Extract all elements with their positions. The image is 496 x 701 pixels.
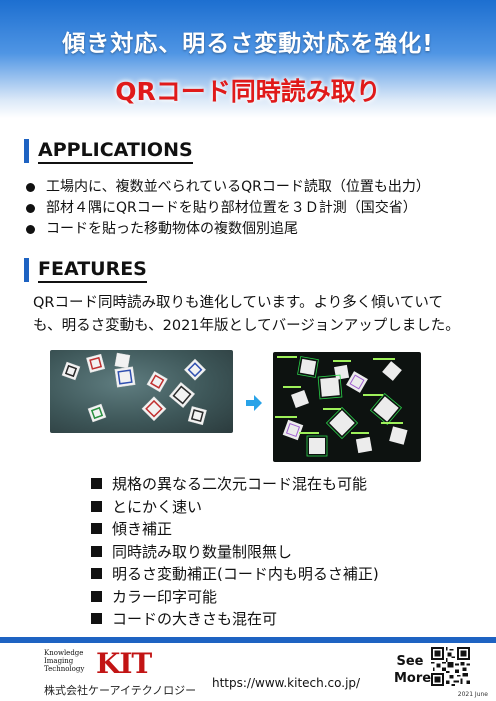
square-bullet-icon [91,613,102,624]
logo-wordmark: Knowledge Imaging Technology [44,649,85,673]
applications-heading: APPLICATIONS [38,139,193,164]
features-description: QRコード同時読み取りも進化しています。より多く傾いていて も、明るさ変動も、2… [33,295,460,334]
website-link[interactable]: https://www.kitech.co.jp/ [212,676,361,690]
list-item: とにかく速い [90,496,379,519]
bullet-icon [26,183,35,192]
list-item: コードの大きさも混在可 [90,608,379,631]
square-bullet-icon [91,545,102,557]
square-bullet-icon [91,590,102,602]
applications-list: 工場内に、複数並べられているQRコード読取（位置も出力） 部材４隅にQRコードを… [24,177,430,240]
company-name: 株式会社ケーアイテクノロジー [44,684,197,697]
main-title: 傾き対応、明るさ変動対応を強化! [62,31,434,57]
issue-date: 2021 June [457,691,488,698]
header-banner: 傾き対応、明るさ変動対応を強化! QRコード同時読み取り [0,0,496,118]
section-marker [24,258,29,282]
features-heading: FEATURES [38,258,147,283]
bullet-icon [26,225,35,234]
footer-divider [0,637,496,643]
qr-cards-illustration [61,352,207,426]
detection-illustration [275,356,408,457]
qr-code-icon[interactable] [431,647,470,686]
square-bullet-icon [91,568,102,579]
right-arrow-icon [246,395,262,411]
see-more-label: See More [394,654,432,686]
bullet-icon [26,204,35,213]
list-item: 工場内に、複数並べられているQRコード読取（位置も出力） [24,177,430,198]
qr-cards-photo [50,350,233,433]
list-item: 部材４隅にQRコードを貼り部材位置を３Ｄ計測（国交省） [24,198,430,219]
list-item: 同時読み取り数量制限無し [90,541,379,564]
square-bullet-icon [91,478,102,489]
list-item: カラー印字可能 [90,586,379,609]
square-bullet-icon [91,500,102,512]
list-item: 規格の異なる二次元コード混在も可能 [90,473,379,496]
sub-title: QRコード同時読み取り [115,77,381,106]
logo-mark: KIT [96,647,152,680]
section-marker [24,139,29,163]
features-list: 規格の異なる二次元コード混在も可能 とにかく速い 傾き補正 同時読み取り数量制限… [90,473,379,631]
qr-detection-result-photo [273,352,421,462]
list-item: 傾き補正 [90,518,379,541]
square-bullet-icon [91,523,102,534]
company-logo[interactable]: Knowledge Imaging Technology KIT 株式会社ケーア… [44,647,197,699]
list-item: コードを貼った移動物体の複数個別追尾 [24,219,430,240]
list-item: 明るさ変動補正(コード内も明るさ補正) [90,563,379,586]
